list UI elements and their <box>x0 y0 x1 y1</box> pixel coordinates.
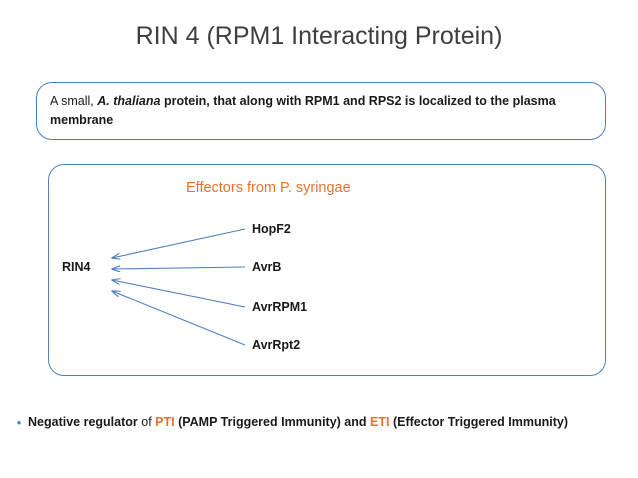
bullet-segment-negative-regulator: Negative regulator <box>28 415 138 429</box>
arrow-group <box>90 228 246 346</box>
bullet-segment-pti-full: PAMP Triggered Immunity <box>182 415 337 429</box>
bullet-segment-eti-full: Effector Triggered Immunity <box>397 415 564 429</box>
description-text: A small, A. thaliana protein, that along… <box>50 92 598 130</box>
page-title: RIN 4 (RPM1 Interacting Protein) <box>135 22 503 50</box>
effector-label-hopf2: HopF2 <box>252 222 291 236</box>
arrow-avrb <box>112 267 246 269</box>
effector-label-avrb: AvrB <box>252 260 282 274</box>
bullet-text: Negative regulator of PTI (PAMP Triggere… <box>28 414 568 431</box>
bullet-segment-close-paren: ) <box>563 415 568 429</box>
arrow-avrrpm1 <box>112 280 246 308</box>
diagram-box <box>48 164 606 376</box>
arrow-avrrpt2 <box>112 291 246 346</box>
bullet-segment-of: of <box>137 415 156 429</box>
effector-label-avrrpt2: AvrRpt2 <box>252 338 301 352</box>
arrow-hopf2 <box>112 228 246 258</box>
bullet-segment-eti: ETI <box>370 415 390 429</box>
description-box <box>36 82 606 140</box>
bullet-segment-open-paren-1: ( <box>174 415 183 429</box>
description-part1: A small, <box>50 94 98 108</box>
rin4-label: RIN4 <box>62 260 91 274</box>
effectors-heading: Effectors from P. syringae <box>186 180 351 196</box>
bullet-row: • Negative regulator of PTI (PAMP Trigge… <box>10 414 634 431</box>
bullet-segment-pti: PTI <box>155 415 175 429</box>
effector-label-avrrpm1: AvrRPM1 <box>252 300 308 314</box>
bullet-segment-and: ) and <box>336 415 371 429</box>
description-part2: protein, that along with RPM1 and RPS2 i… <box>50 94 556 127</box>
bullet-segment-open-paren-2: ( <box>389 415 398 429</box>
bullet-marker: • <box>16 415 22 430</box>
description-species: A. thaliana <box>97 94 161 108</box>
